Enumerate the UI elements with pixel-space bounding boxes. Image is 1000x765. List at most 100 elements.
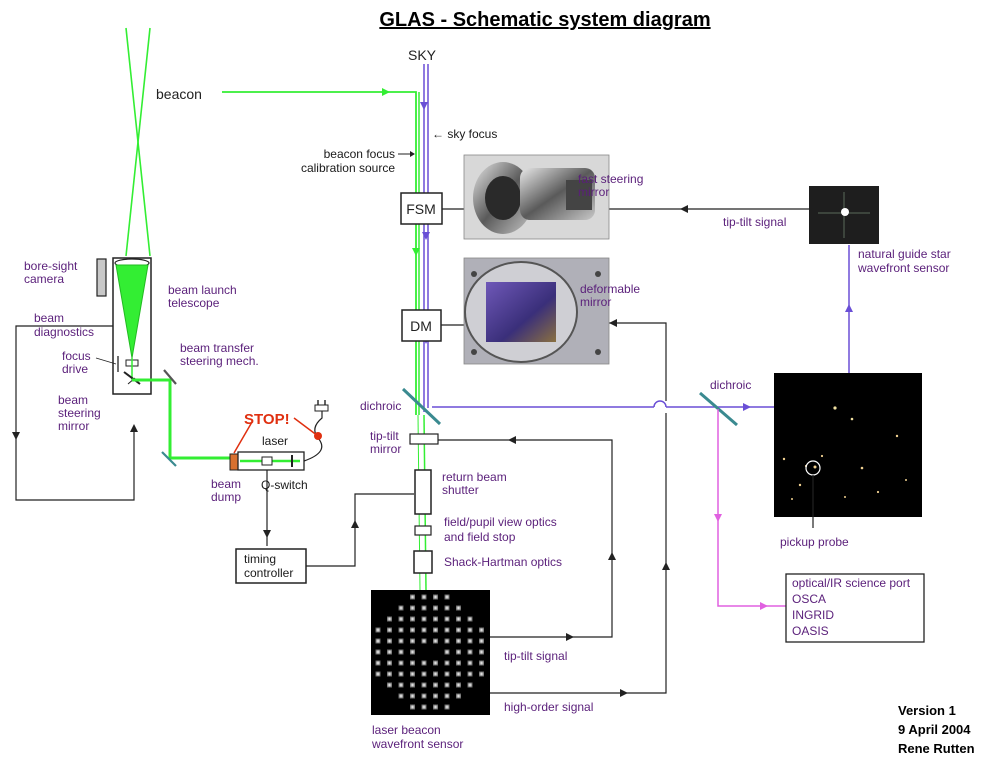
wfs-spot [467, 660, 473, 666]
dichroic-left-label: dichroic [360, 399, 401, 413]
high-order-signal-line [490, 413, 667, 694]
version-line-2: 9 April 2004 [898, 722, 971, 737]
laser-label: laser [262, 434, 288, 448]
beam-steer-label-1: beam [58, 393, 88, 407]
beam-dump [229, 453, 239, 471]
beacon-focus-label-2: calibration source [301, 161, 395, 175]
wfs-spot [387, 660, 392, 666]
wfs-spot [410, 660, 415, 666]
wfs-spot [398, 671, 404, 677]
wfs-spot [444, 704, 450, 710]
deformable-label-2: mirror [580, 295, 611, 309]
wfs-spot [433, 704, 438, 710]
wfs-spot [456, 638, 461, 644]
natural-guide-star-image [809, 186, 879, 244]
wfs-spot [456, 627, 461, 633]
wfs-spot [444, 638, 450, 644]
wfs-spot [421, 638, 427, 644]
diagram-title: GLAS - Schematic system diagram [379, 9, 710, 31]
wfs-spot [467, 616, 473, 622]
wfs-spot [387, 638, 392, 644]
sky-label: SKY [408, 47, 437, 63]
tip-tilt-signal-line [438, 439, 613, 638]
wfs-spot [444, 605, 450, 611]
wfs-spot [375, 638, 381, 644]
return-beam-shutter [414, 469, 432, 515]
focus-drive-label-2: drive [62, 362, 88, 376]
wfs-spot [375, 660, 381, 666]
wfs-spot [421, 660, 427, 666]
wfs-spot [444, 682, 450, 688]
wfs-spot [375, 671, 381, 677]
return-shutter-label-1: return beam [442, 470, 507, 484]
wfs-spot [456, 649, 461, 655]
wfs-spot [398, 627, 404, 633]
wfs-spot [433, 594, 438, 600]
wfs-spot [421, 616, 427, 622]
wfs-spot [456, 616, 461, 622]
wfs-spot [398, 616, 404, 622]
timing-to-shutter-line [306, 493, 414, 567]
wfs-spot [467, 627, 473, 633]
beam-dump-label-2: dump [211, 490, 241, 504]
beam-transfer-path [132, 378, 230, 460]
science-port-line-4: OASIS [792, 624, 829, 638]
wfs-spot [398, 638, 404, 644]
wfs-spot [410, 649, 415, 655]
beam-diagnostics-loop [15, 325, 135, 501]
science-port-line-2: OSCA [792, 592, 826, 606]
wfs-spot [433, 660, 438, 666]
wfs-spot [433, 638, 438, 644]
wfs-spot [433, 682, 438, 688]
deformable-mirror-photo [463, 257, 610, 365]
central-optical-train: FSM DM [222, 64, 464, 591]
wfs-spot [398, 660, 404, 666]
wfs-spot [433, 616, 438, 622]
wfs-spot [467, 682, 473, 688]
fast-steering-label-2: mirror [578, 185, 609, 199]
laser-wfs-label-1: laser beacon [372, 723, 441, 737]
beam-transfer-mirror-top [163, 369, 177, 385]
wfs-spot [479, 671, 484, 677]
timing-label-2: controller [244, 566, 293, 580]
beam-diag-label-2: diagnostics [34, 325, 94, 339]
beacon-label: beacon [156, 86, 202, 102]
beam-launch-label-2: telescope [168, 296, 220, 310]
shack-hartman-optics [413, 550, 433, 574]
field-pupil-label-1: field/pupil view optics [444, 515, 557, 529]
bore-sight-label-2: camera [24, 272, 64, 286]
beam-launch-label-1: beam launch [168, 283, 237, 297]
beam-transfer-label-2: steering mech. [180, 354, 259, 368]
version-line-1: Version 1 [898, 703, 956, 718]
wfs-spot [444, 660, 450, 666]
bore-sight-label-1: bore-sight [24, 259, 78, 273]
science-port-line-3: INGRID [792, 608, 834, 622]
wfs-spot [421, 704, 427, 710]
fast-steering-label-1: fast steering [578, 172, 643, 186]
high-order-signal-label: high-order signal [504, 700, 593, 714]
wfs-spot [444, 649, 450, 655]
beam-launch-telescope-group [12, 27, 230, 501]
wfs-spot [479, 649, 484, 655]
wfs-spot [421, 627, 427, 633]
wfs-spot [410, 594, 415, 600]
wfs-spot [456, 671, 461, 677]
ngs-label-2: wavefront sensor [857, 261, 949, 275]
timing-label-1: timing [244, 552, 276, 566]
wfs-spot [375, 627, 381, 633]
tip-tilt-mirror-label-1: tip-tilt [370, 429, 399, 443]
wfs-spot [433, 671, 438, 677]
q-switch-label: Q-switch [261, 478, 308, 492]
wfs-spot [410, 671, 415, 677]
wfs-spot [444, 671, 450, 677]
wfs-spot [479, 660, 484, 666]
wfs-spot [375, 649, 381, 655]
beacon-focus-label-1: beacon focus [324, 147, 395, 161]
wfs-spot [479, 638, 484, 644]
wfs-spot [410, 638, 415, 644]
wfs-spot [410, 616, 415, 622]
focus-drive-label-1: focus [62, 349, 91, 363]
wfs-spot [433, 605, 438, 611]
pickup-probe-label: pickup probe [780, 535, 849, 549]
